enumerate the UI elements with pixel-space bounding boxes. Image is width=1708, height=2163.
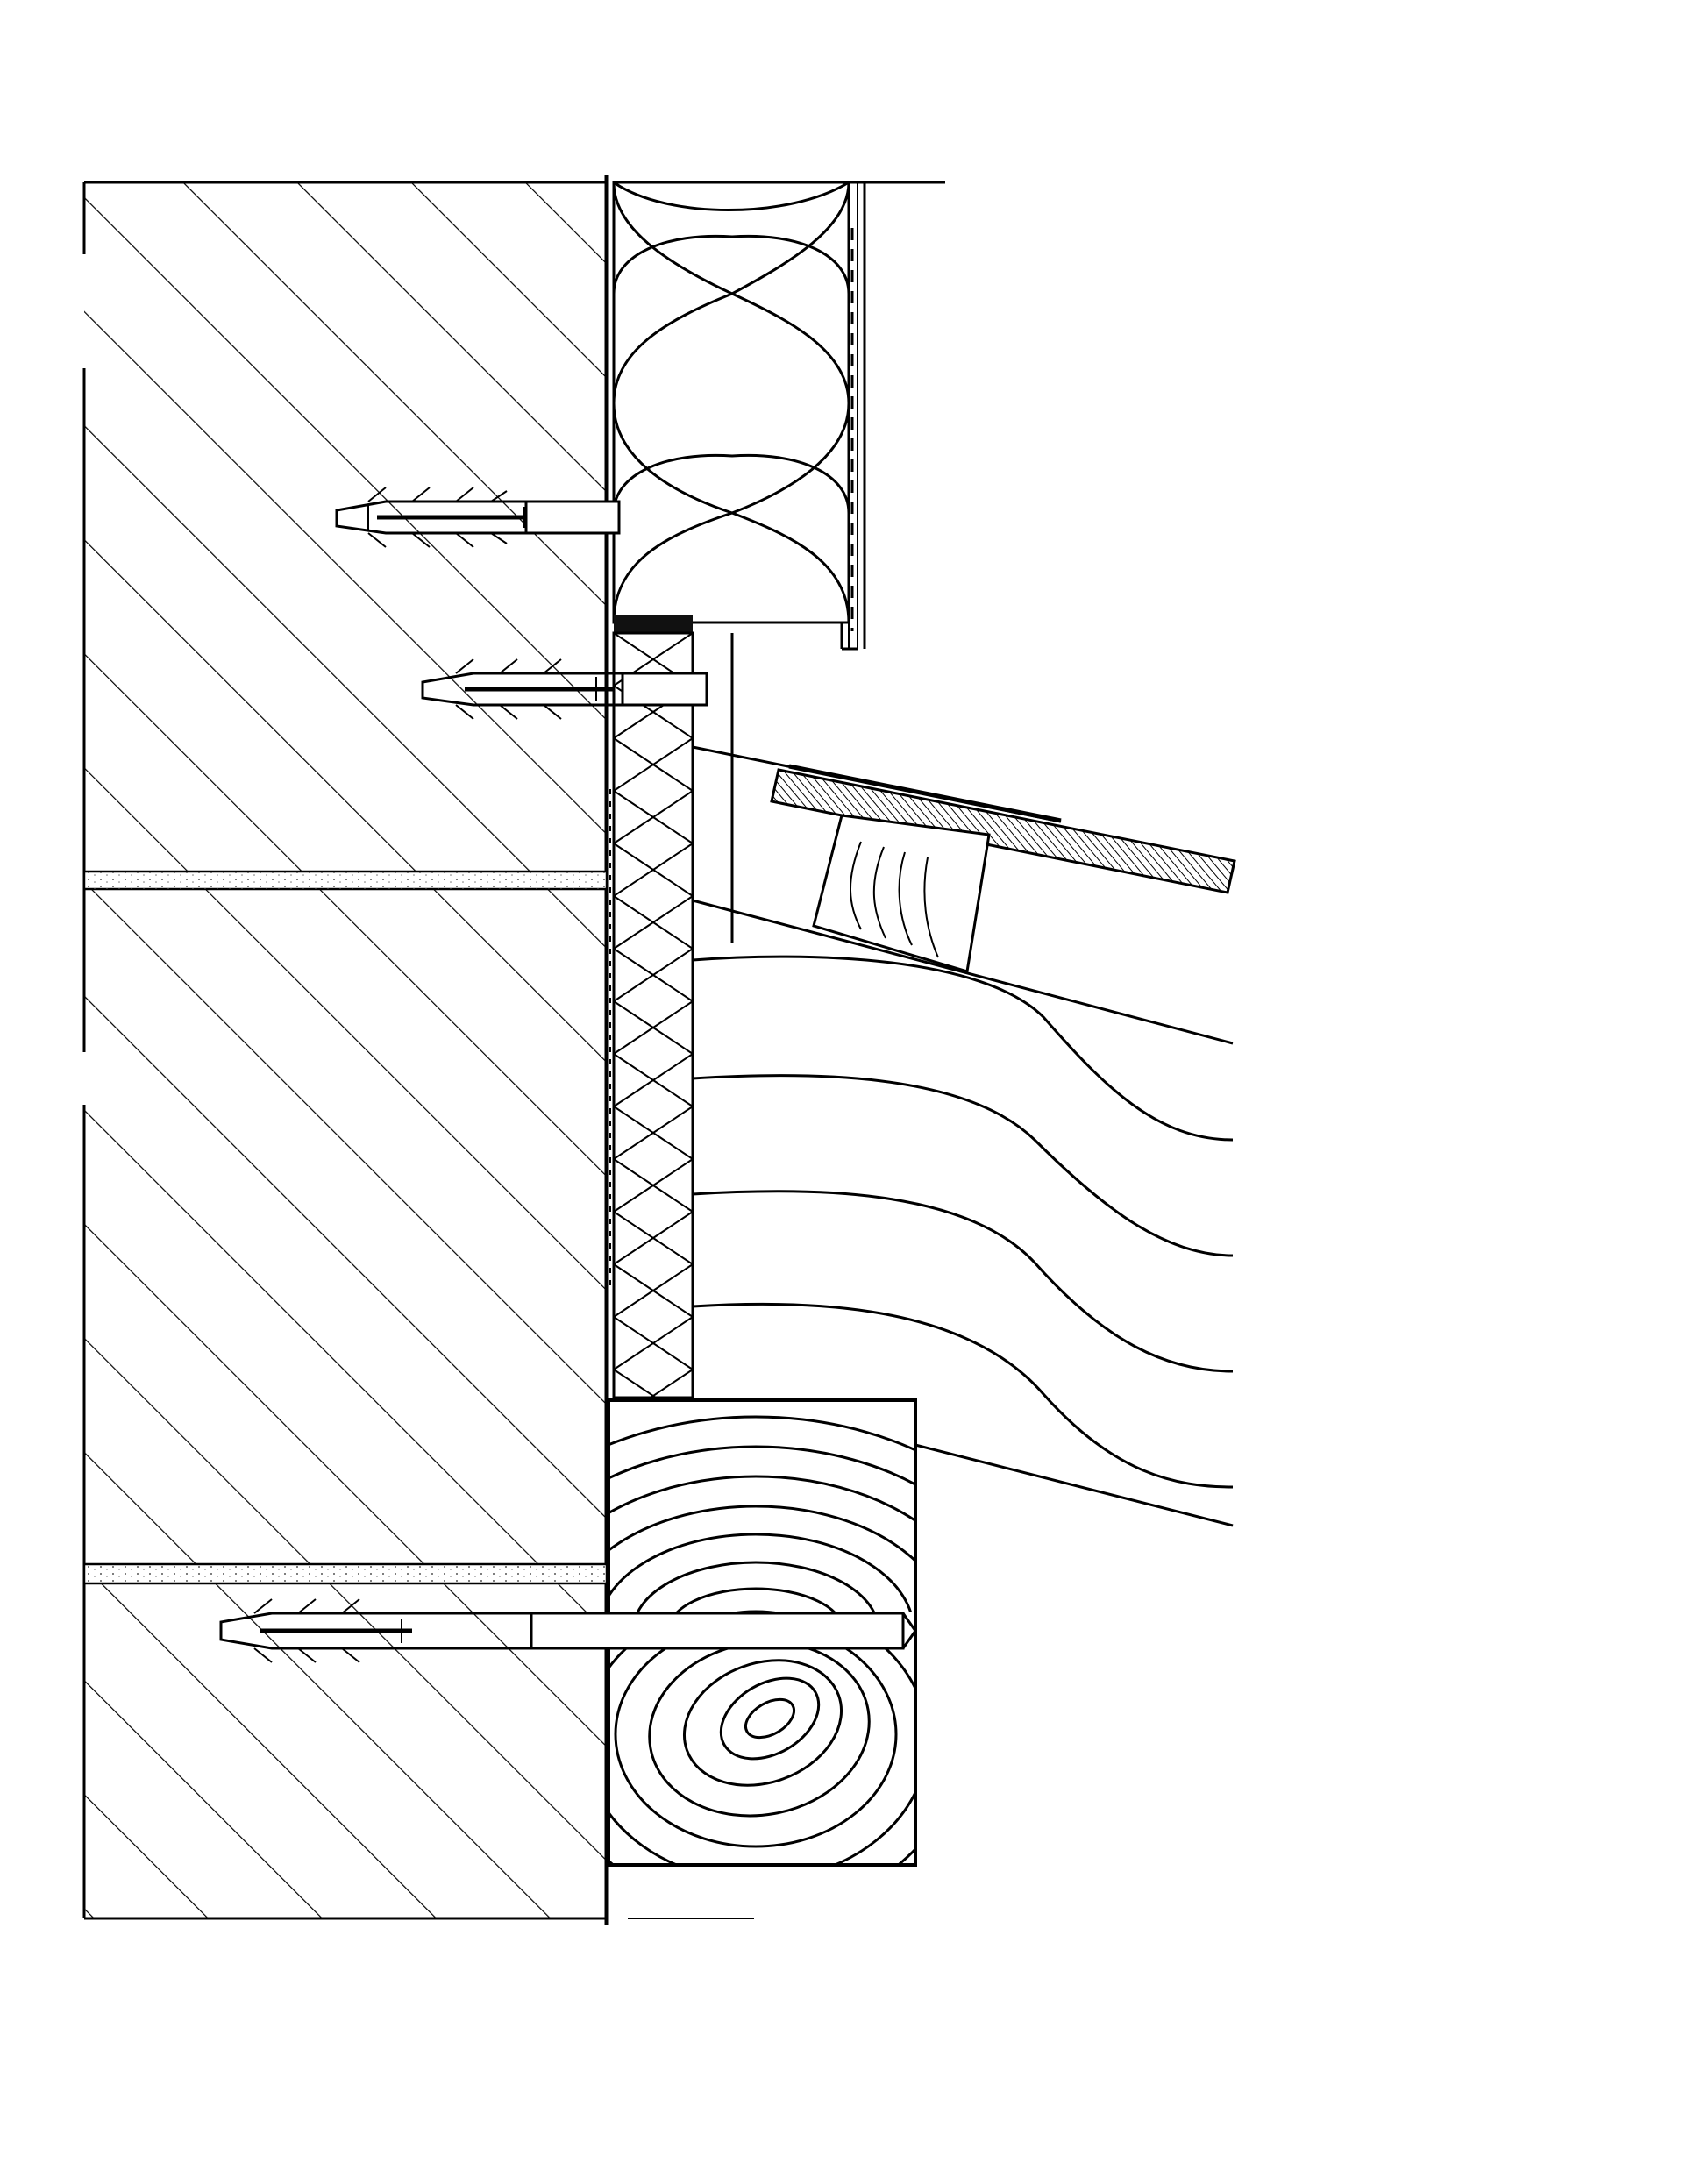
roof-rafter <box>692 899 1234 1527</box>
masonry-wall <box>82 175 609 1925</box>
roof-counter-batten <box>812 814 991 973</box>
mortar-joint-upper <box>82 870 608 891</box>
wall-plug-anchor-middle <box>421 658 708 720</box>
mineral-wool-insulation <box>612 181 850 633</box>
roof-covering-board <box>770 764 1236 894</box>
fire-barrier-insulation <box>609 631 694 1399</box>
mortar-joint-lower <box>82 1562 608 1585</box>
drawing-boundary-lines <box>331 181 945 1919</box>
wall-plug-anchor-upper <box>335 487 621 548</box>
wall-plug-anchor-lower <box>219 1598 905 1663</box>
